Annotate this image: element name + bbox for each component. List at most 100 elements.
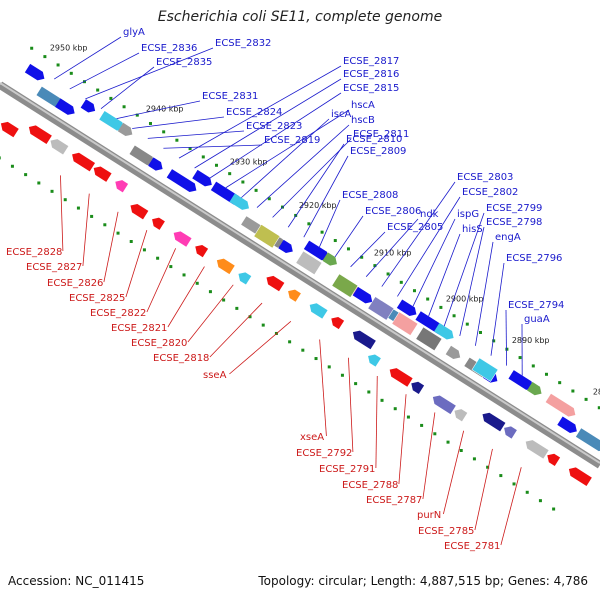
forward-leader-line	[209, 92, 342, 179]
forward-gene-label: ECSE_2799	[486, 203, 542, 214]
reverse-gene-arrow	[331, 316, 345, 330]
position-tick-label: 2890 kbp	[512, 336, 550, 345]
forward-gene-label: ECSE_2832	[215, 38, 271, 49]
track-dot-0	[96, 88, 100, 92]
track-dot-0	[518, 356, 522, 360]
reverse-gene-arrow	[0, 121, 19, 138]
forward-leader-line	[241, 118, 330, 198]
track-dot-0	[241, 180, 245, 184]
reverse-gene-label: ECSE_2781	[444, 541, 500, 552]
forward-gene-arrow	[557, 416, 577, 433]
track-dot-0	[56, 63, 60, 67]
forward-leader-line	[459, 226, 485, 337]
reverse-gene-arrow	[454, 409, 468, 422]
reverse-gene-arrow	[547, 453, 561, 466]
forward-leader-line	[397, 196, 461, 297]
reverse-gene-label: ECSE_2788	[342, 480, 398, 491]
track-dot-0	[201, 155, 205, 159]
reverse-leader-line	[167, 266, 205, 328]
reverse-gene-arrow	[216, 258, 235, 275]
forward-leader-line	[194, 78, 342, 169]
track-dot-1	[459, 448, 463, 452]
forward-gene-label: ECSE_2835	[156, 57, 212, 68]
track-dot-0	[544, 372, 548, 376]
track-dot-0	[148, 121, 152, 125]
track-dot-1	[142, 248, 146, 252]
track-dot-1	[10, 164, 14, 168]
feature-block	[331, 273, 359, 298]
track-dot-1	[103, 223, 107, 227]
position-tick-label: 2910 kbp	[374, 249, 412, 258]
track-dot-1	[393, 407, 397, 411]
reverse-gene-arrow	[368, 354, 381, 367]
track-dot-0	[531, 364, 535, 368]
reverse-gene-arrow	[115, 180, 129, 193]
track-dot-1	[0, 156, 1, 160]
track-dot-1	[169, 265, 173, 269]
forward-gene-label: ECSE_2803	[457, 172, 513, 183]
reverse-gene-arrow	[352, 330, 376, 350]
reverse-gene-arrow	[195, 245, 209, 258]
forward-leader-line	[69, 52, 140, 90]
track-dot-1	[446, 440, 450, 444]
track-dot-0	[135, 113, 139, 117]
forward-leader-line	[443, 212, 485, 327]
track-dot-0	[412, 289, 416, 293]
reverse-gene-arrow	[432, 395, 456, 415]
forward-gene-arrow	[55, 98, 75, 115]
reverse-gene-label: ECSE_2787	[366, 495, 422, 506]
track-dot-1	[24, 173, 28, 177]
forward-gene-label: ECSE_2811	[353, 129, 409, 140]
feature-block	[391, 311, 419, 336]
track-dot-1	[406, 415, 410, 419]
track-dot-1	[314, 357, 318, 361]
forward-gene-label: engA	[495, 232, 521, 243]
track-dot-0	[69, 71, 73, 75]
reverse-gene-label: ECSE_2818	[153, 353, 209, 364]
forward-leader-line	[505, 309, 507, 366]
map-title: Escherichia coli SE11, complete genome	[157, 9, 443, 25]
reverse-gene-arrow	[130, 203, 149, 220]
forward-leader-line	[319, 199, 341, 248]
forward-leader-line	[412, 218, 456, 307]
forward-gene-label: hscB	[351, 115, 375, 126]
forward-leader-line	[303, 155, 349, 238]
forward-gene-label: ECSE_2810	[346, 134, 402, 145]
reverse-leader-line	[209, 302, 263, 358]
reverse-gene-label: ECSE_2821	[111, 323, 167, 334]
reverse-gene-label: ECSE_2820	[131, 338, 187, 349]
reverse-gene-label: ECSE_2826	[47, 278, 103, 289]
reverse-gene-arrow	[93, 166, 112, 182]
accession-text: Accession: NC_011415	[8, 574, 145, 588]
forward-gene-label: ndk	[420, 209, 439, 220]
track-dot-0	[373, 264, 377, 268]
track-dot-1	[433, 432, 437, 436]
forward-gene-label: guaA	[524, 314, 550, 325]
forward-gene-label: hisS	[462, 224, 483, 235]
forward-leader-line	[132, 116, 225, 129]
track-dot-1	[261, 323, 265, 327]
forward-gene-arrow	[129, 145, 155, 166]
forward-gene-label: ECSE_2823	[246, 121, 302, 132]
track-dot-1	[90, 214, 94, 218]
track-dot-0	[584, 397, 588, 401]
forward-gene-arrow	[229, 193, 250, 210]
track-dot-0	[162, 130, 166, 134]
forward-gene-arrow	[434, 323, 454, 340]
reverse-gene-arrow	[482, 412, 506, 432]
track-dot-0	[597, 406, 600, 410]
track-dot-1	[248, 315, 252, 319]
reverse-leader-line	[146, 248, 177, 313]
track-dot-1	[420, 423, 424, 427]
forward-gene-label: ECSE_2836	[141, 43, 197, 54]
position-tick-label: 2930 kbp	[230, 157, 268, 166]
track-dot-0	[478, 330, 482, 334]
feature-block	[367, 296, 395, 321]
backbone-highlight	[0, 82, 600, 464]
track-dot-0	[228, 172, 232, 176]
forward-gene-arrow	[80, 99, 96, 113]
reverse-gene-label: ECSE_2785	[418, 526, 474, 537]
forward-leader-line	[163, 144, 263, 149]
track-dot-0	[333, 239, 337, 243]
feature-block	[471, 357, 499, 382]
